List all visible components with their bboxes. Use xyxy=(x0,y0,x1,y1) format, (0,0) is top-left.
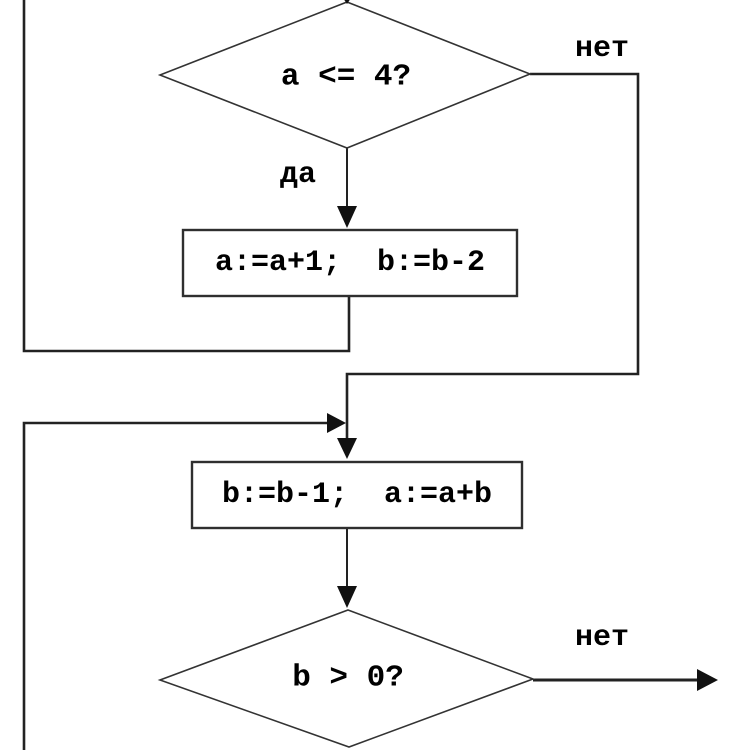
arrowhead-top-clipped-icon xyxy=(344,0,350,4)
connector-loop1-return xyxy=(22,0,351,353)
arrowhead-down-process1-icon xyxy=(337,206,357,228)
process2-box xyxy=(190,460,524,530)
connector-decision1-no xyxy=(345,72,640,440)
decision2-no-label: нет xyxy=(574,621,630,655)
decision2-diamond xyxy=(157,609,536,748)
arrowhead-right-exit-icon xyxy=(697,669,718,691)
process1-box xyxy=(181,228,519,298)
decision1-no-label: нет xyxy=(574,32,630,66)
arrowhead-right-junction-icon xyxy=(327,413,346,433)
process2-statement-text: b:=b-1; a:=a+b xyxy=(221,478,493,512)
decision2-condition-text: b > 0? xyxy=(292,660,404,696)
decision1-diamond xyxy=(157,1,533,149)
decision1-yes-label: да xyxy=(279,158,317,192)
process1-statement-text: a:=a+1; b:=b-2 xyxy=(214,246,486,280)
connector-loop2-return xyxy=(22,421,330,750)
decision1-condition-text: a <= 4? xyxy=(280,59,412,95)
arrowhead-down-decision2-icon xyxy=(337,586,357,608)
arrowhead-down-process2-icon xyxy=(337,438,357,459)
